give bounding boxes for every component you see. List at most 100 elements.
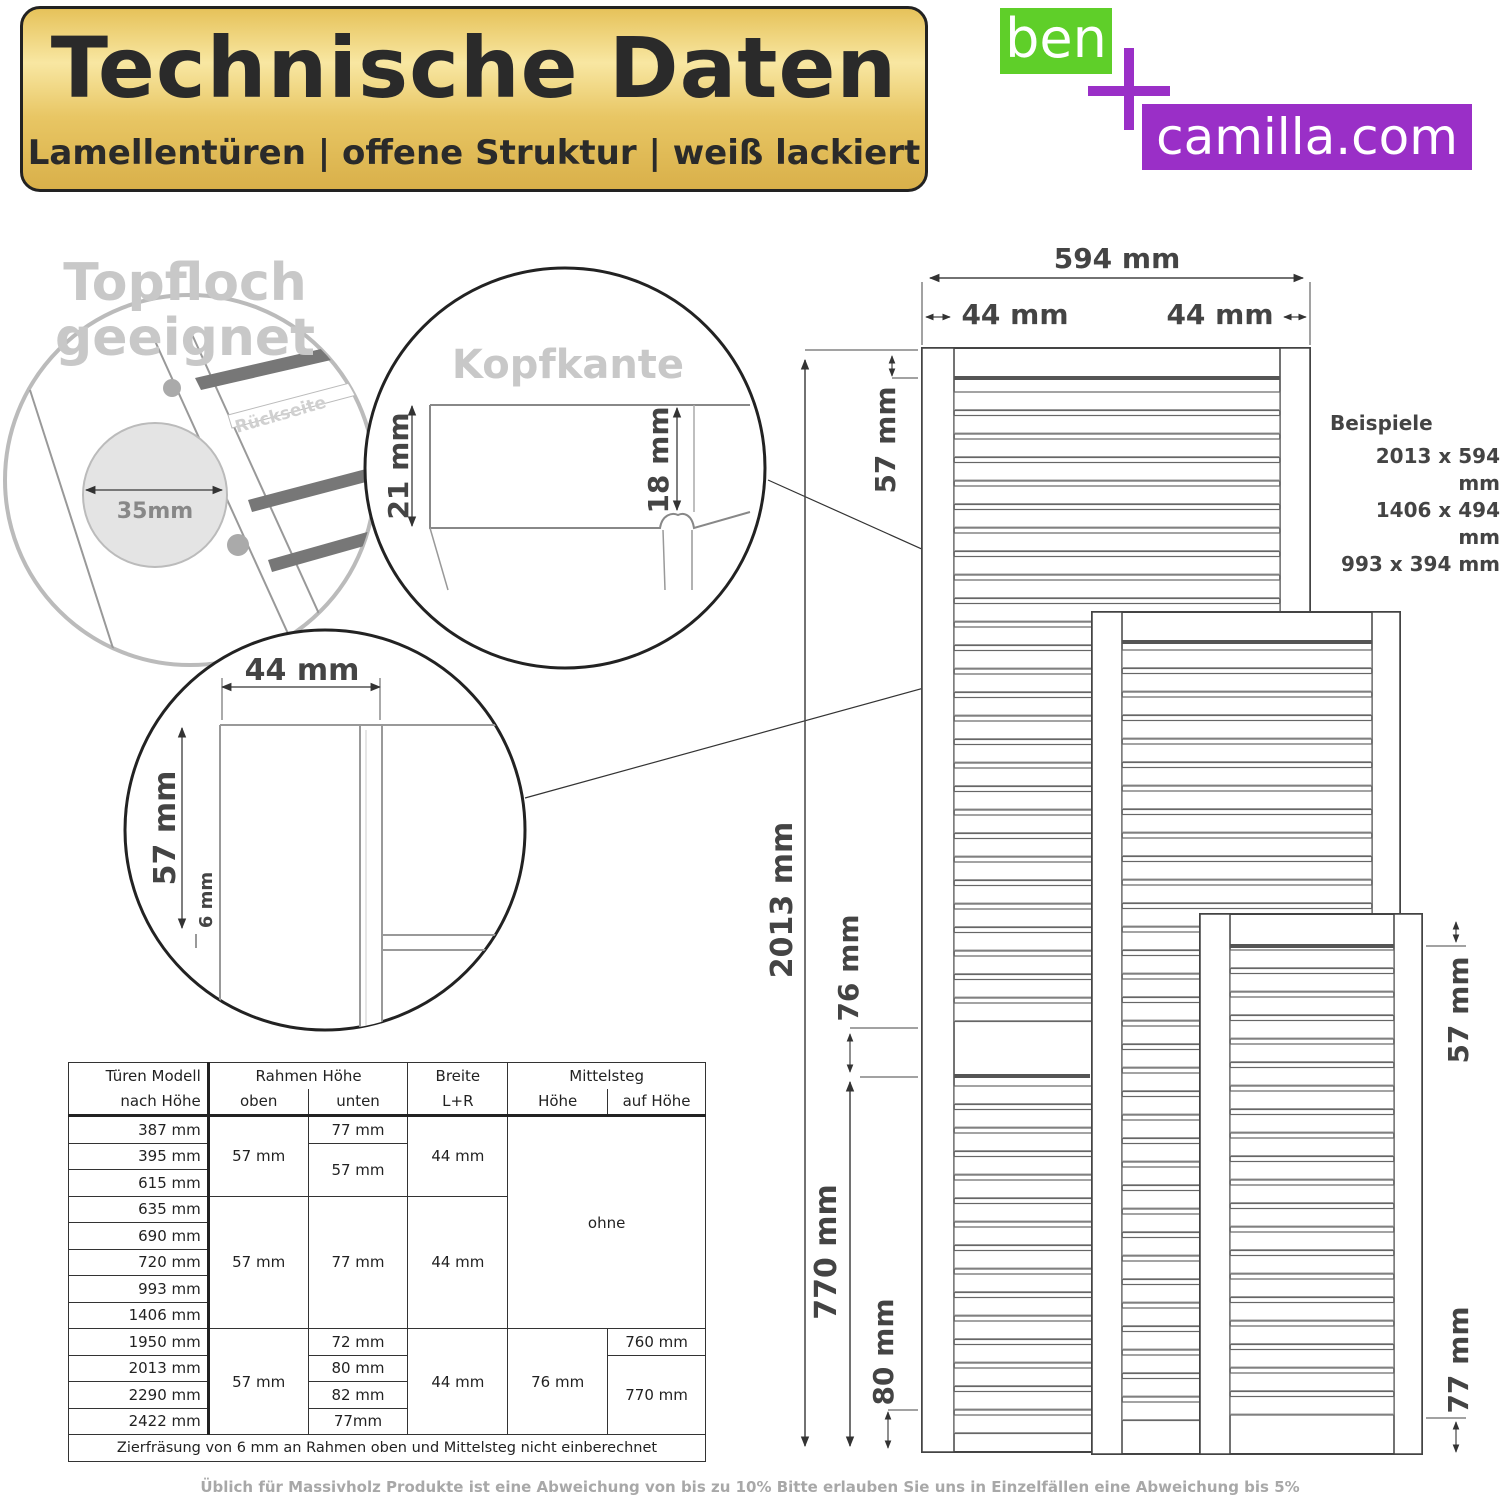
- table-cell-width: 44 mm: [407, 1195, 509, 1329]
- table-cell-top: 57 mm: [207, 1115, 309, 1197]
- louvre-slat: [1229, 1043, 1395, 1064]
- table-cell-bottom: 77 mm: [307, 1115, 409, 1144]
- example-item: 1406 x 494 mm: [1375, 498, 1500, 549]
- table-cell-bottom: 72 mm: [307, 1328, 409, 1356]
- table-cell-mid-pos: 770 mm: [607, 1354, 706, 1435]
- width-total-label: 594 mm: [1054, 242, 1181, 275]
- louvre-slat: [953, 485, 1281, 506]
- kopfkante-title: Kopfkante: [452, 342, 684, 388]
- bottom-rail-label: 80 mm: [867, 1298, 900, 1405]
- small-bottom-rail-label: 77 mm: [1442, 1306, 1475, 1413]
- table-cell-model: 635 mm: [68, 1195, 210, 1223]
- louvre-slat: [953, 508, 1281, 529]
- louvre-slat: [953, 438, 1281, 459]
- table-cell-bottom: 77mm: [307, 1407, 409, 1435]
- header-frame: Rahmen Höhe: [207, 1062, 409, 1089]
- table-cell-mid-pos: 760 mm: [607, 1328, 706, 1356]
- louvre-slat: [953, 414, 1281, 435]
- header-mid-height: Höhe: [507, 1088, 609, 1117]
- header-model-1: Türen Modell: [68, 1062, 210, 1089]
- louvre-slat: [1229, 996, 1395, 1017]
- table-cell-bottom: 77 mm: [307, 1195, 409, 1329]
- main-dimensions: 594 mm 44 mm 44 mm 2013 mm 57 mm 76 mm 7…: [765, 242, 1475, 1453]
- louvre-slat: [1229, 1254, 1395, 1275]
- topfloch-detail: Topfloch geeignet Rückseite 35mm: [3, 253, 377, 667]
- louvre-slat: [1121, 884, 1373, 905]
- louvre-slat: [1229, 1019, 1395, 1040]
- header-mid-pos: auf Höhe: [607, 1088, 706, 1117]
- header-mid: Mittelsteg: [507, 1062, 706, 1089]
- footer-disclaimer: Üblich für Massivholz Produkte ist eine …: [200, 1478, 1300, 1496]
- louvre-slat: [953, 461, 1281, 482]
- louvre-slat: [1229, 1325, 1395, 1346]
- louvre-slat: [1229, 1160, 1395, 1181]
- frame-width-label: 44 mm: [245, 653, 360, 688]
- table-cell-model: 615 mm: [68, 1169, 210, 1197]
- louvre-slat: [1229, 1113, 1395, 1134]
- louvre-slat: [953, 391, 1281, 412]
- table-cell-model: 2013 mm: [68, 1354, 210, 1382]
- frame-height-label: 57 mm: [148, 771, 183, 886]
- table-cell-model: 1406 mm: [68, 1301, 210, 1329]
- louvre-slat: [1229, 1207, 1395, 1228]
- louvre-slat: [1121, 649, 1373, 670]
- topfloch-title-1: Topfloch: [63, 253, 307, 313]
- louvre-slat: [1229, 1066, 1395, 1087]
- mid-rail-height-label: 770 mm: [809, 1184, 844, 1320]
- example-item: 2013 x 594 mm: [1375, 444, 1500, 495]
- table-cell-model: 2290 mm: [68, 1381, 210, 1409]
- louvre-slat: [1121, 719, 1373, 740]
- kopfkante-detail: Kopfkante 21 mm 18 mm: [363, 266, 767, 670]
- louvre-slat: [1121, 837, 1373, 858]
- mid-rail-label: 76 mm: [832, 914, 865, 1021]
- page-title: Technische Daten: [50, 19, 898, 117]
- kopfkante-dim-21: 21 mm: [382, 412, 415, 519]
- louvre-slat: [953, 555, 1281, 576]
- page-subtitle: Lamellentüren | offene Struktur | weiß l…: [27, 133, 921, 173]
- louvre-slat: [1229, 972, 1395, 993]
- hole-diameter-label: 35mm: [117, 499, 193, 524]
- table-cell-width: 44 mm: [407, 1115, 509, 1197]
- louvre-slat: [1229, 1137, 1395, 1158]
- louvre-slat: [953, 532, 1281, 553]
- header-width: Breite: [407, 1062, 509, 1089]
- table-cell-model: 1950 mm: [68, 1328, 210, 1356]
- frame-left-label: 44 mm: [961, 298, 1068, 331]
- louvre-slat: [1229, 949, 1395, 970]
- table-cell-model: 690 mm: [68, 1222, 210, 1250]
- examples-title: Beispiele: [1330, 411, 1433, 435]
- title-banner: Technische Daten Lamellentüren | offene …: [20, 6, 928, 192]
- louvre-slat: [1229, 1231, 1395, 1252]
- kopfkante-dim-18: 18 mm: [642, 406, 675, 513]
- louvre-slat: [1121, 696, 1373, 717]
- height-total-label: 2013 mm: [765, 822, 800, 978]
- louvre-slat: [1229, 1184, 1395, 1205]
- table-cell-top: 57 mm: [207, 1195, 309, 1329]
- louvre-slat: [1229, 1090, 1395, 1111]
- louvre-slat: [1121, 790, 1373, 811]
- louvre-slat: [953, 579, 1281, 600]
- topfloch-title-2: geeignet: [55, 308, 315, 368]
- brand-logo: ben camilla.com: [1000, 8, 1480, 178]
- spec-table: Türen Modell Rahmen Höhe Breite Mittelst…: [68, 1062, 706, 1462]
- table-cell-bottom: 82 mm: [307, 1381, 409, 1409]
- table-cell-width: 44 mm: [407, 1328, 509, 1435]
- table-cell-model: 2422 mm: [68, 1407, 210, 1435]
- louvre-slat: [1121, 813, 1373, 834]
- louvre-slat: [1121, 672, 1373, 693]
- small-top-rail-label: 57 mm: [1442, 956, 1475, 1063]
- table-cell-model: 395 mm: [68, 1142, 210, 1170]
- table-cell-mid-height: 76 mm: [507, 1328, 609, 1435]
- table-cell-mid-none: ohne: [507, 1115, 706, 1329]
- examples-box: Beispiele 2013 x 594 mm 1406 x 494 mm 99…: [1330, 410, 1500, 578]
- table-cell-model: 720 mm: [68, 1248, 210, 1276]
- frame-groove-label: 6 mm: [196, 872, 217, 928]
- louvre-slat: [1229, 1301, 1395, 1322]
- header-width-sub: L+R: [407, 1088, 509, 1117]
- louvre-slat: [1229, 1395, 1395, 1416]
- small-door: [1199, 913, 1423, 1455]
- table-cell-model: 993 mm: [68, 1275, 210, 1303]
- logo-plus-horizontal: [1088, 86, 1170, 96]
- louvre-slat: [1229, 1372, 1395, 1393]
- louvre-slat: [1229, 1348, 1395, 1369]
